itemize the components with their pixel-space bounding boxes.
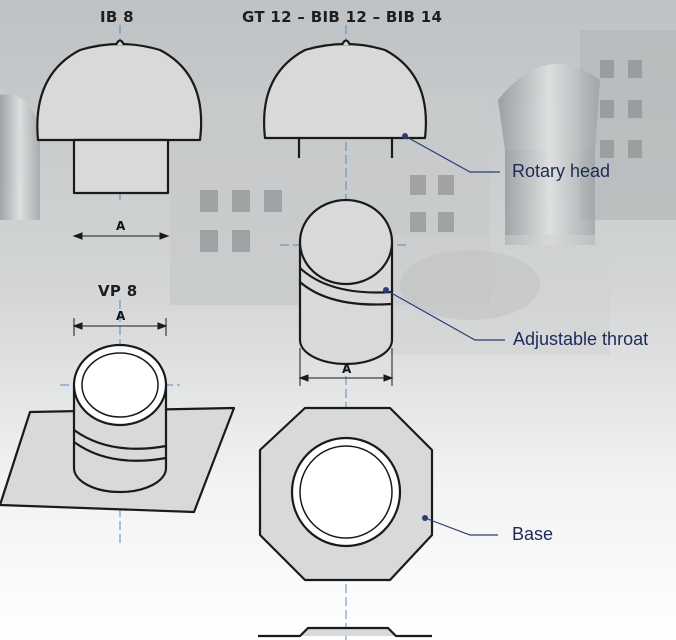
callout-marker-rotary-head [402, 133, 408, 139]
model-title-vp8: VP 8 [98, 282, 138, 300]
model-title-ib8: IB 8 [100, 8, 134, 26]
callout-adjustable-throat: Adjustable throat [513, 329, 649, 349]
ib8-neck [72, 138, 170, 195]
dimension-label-vp8: A [116, 309, 126, 323]
callout-marker-adjustable-throat [383, 287, 389, 293]
callout-rotary-head: Rotary head [512, 161, 611, 181]
model-title-gt-bib: GT 12 – BIB 12 – BIB 14 [242, 8, 443, 26]
dimension-lines [72, 232, 394, 386]
callout-marker-base [422, 515, 428, 521]
dimension-label-throat: A [342, 362, 352, 376]
vp8-cylinder [72, 343, 168, 494]
dimension-label-ib8: A [116, 219, 126, 233]
callout-leaders [385, 135, 505, 536]
base-profile [258, 626, 432, 638]
base-octagon [258, 406, 434, 582]
callout-base: Base [512, 524, 554, 544]
adjustable-throat-cylinder [298, 198, 394, 366]
